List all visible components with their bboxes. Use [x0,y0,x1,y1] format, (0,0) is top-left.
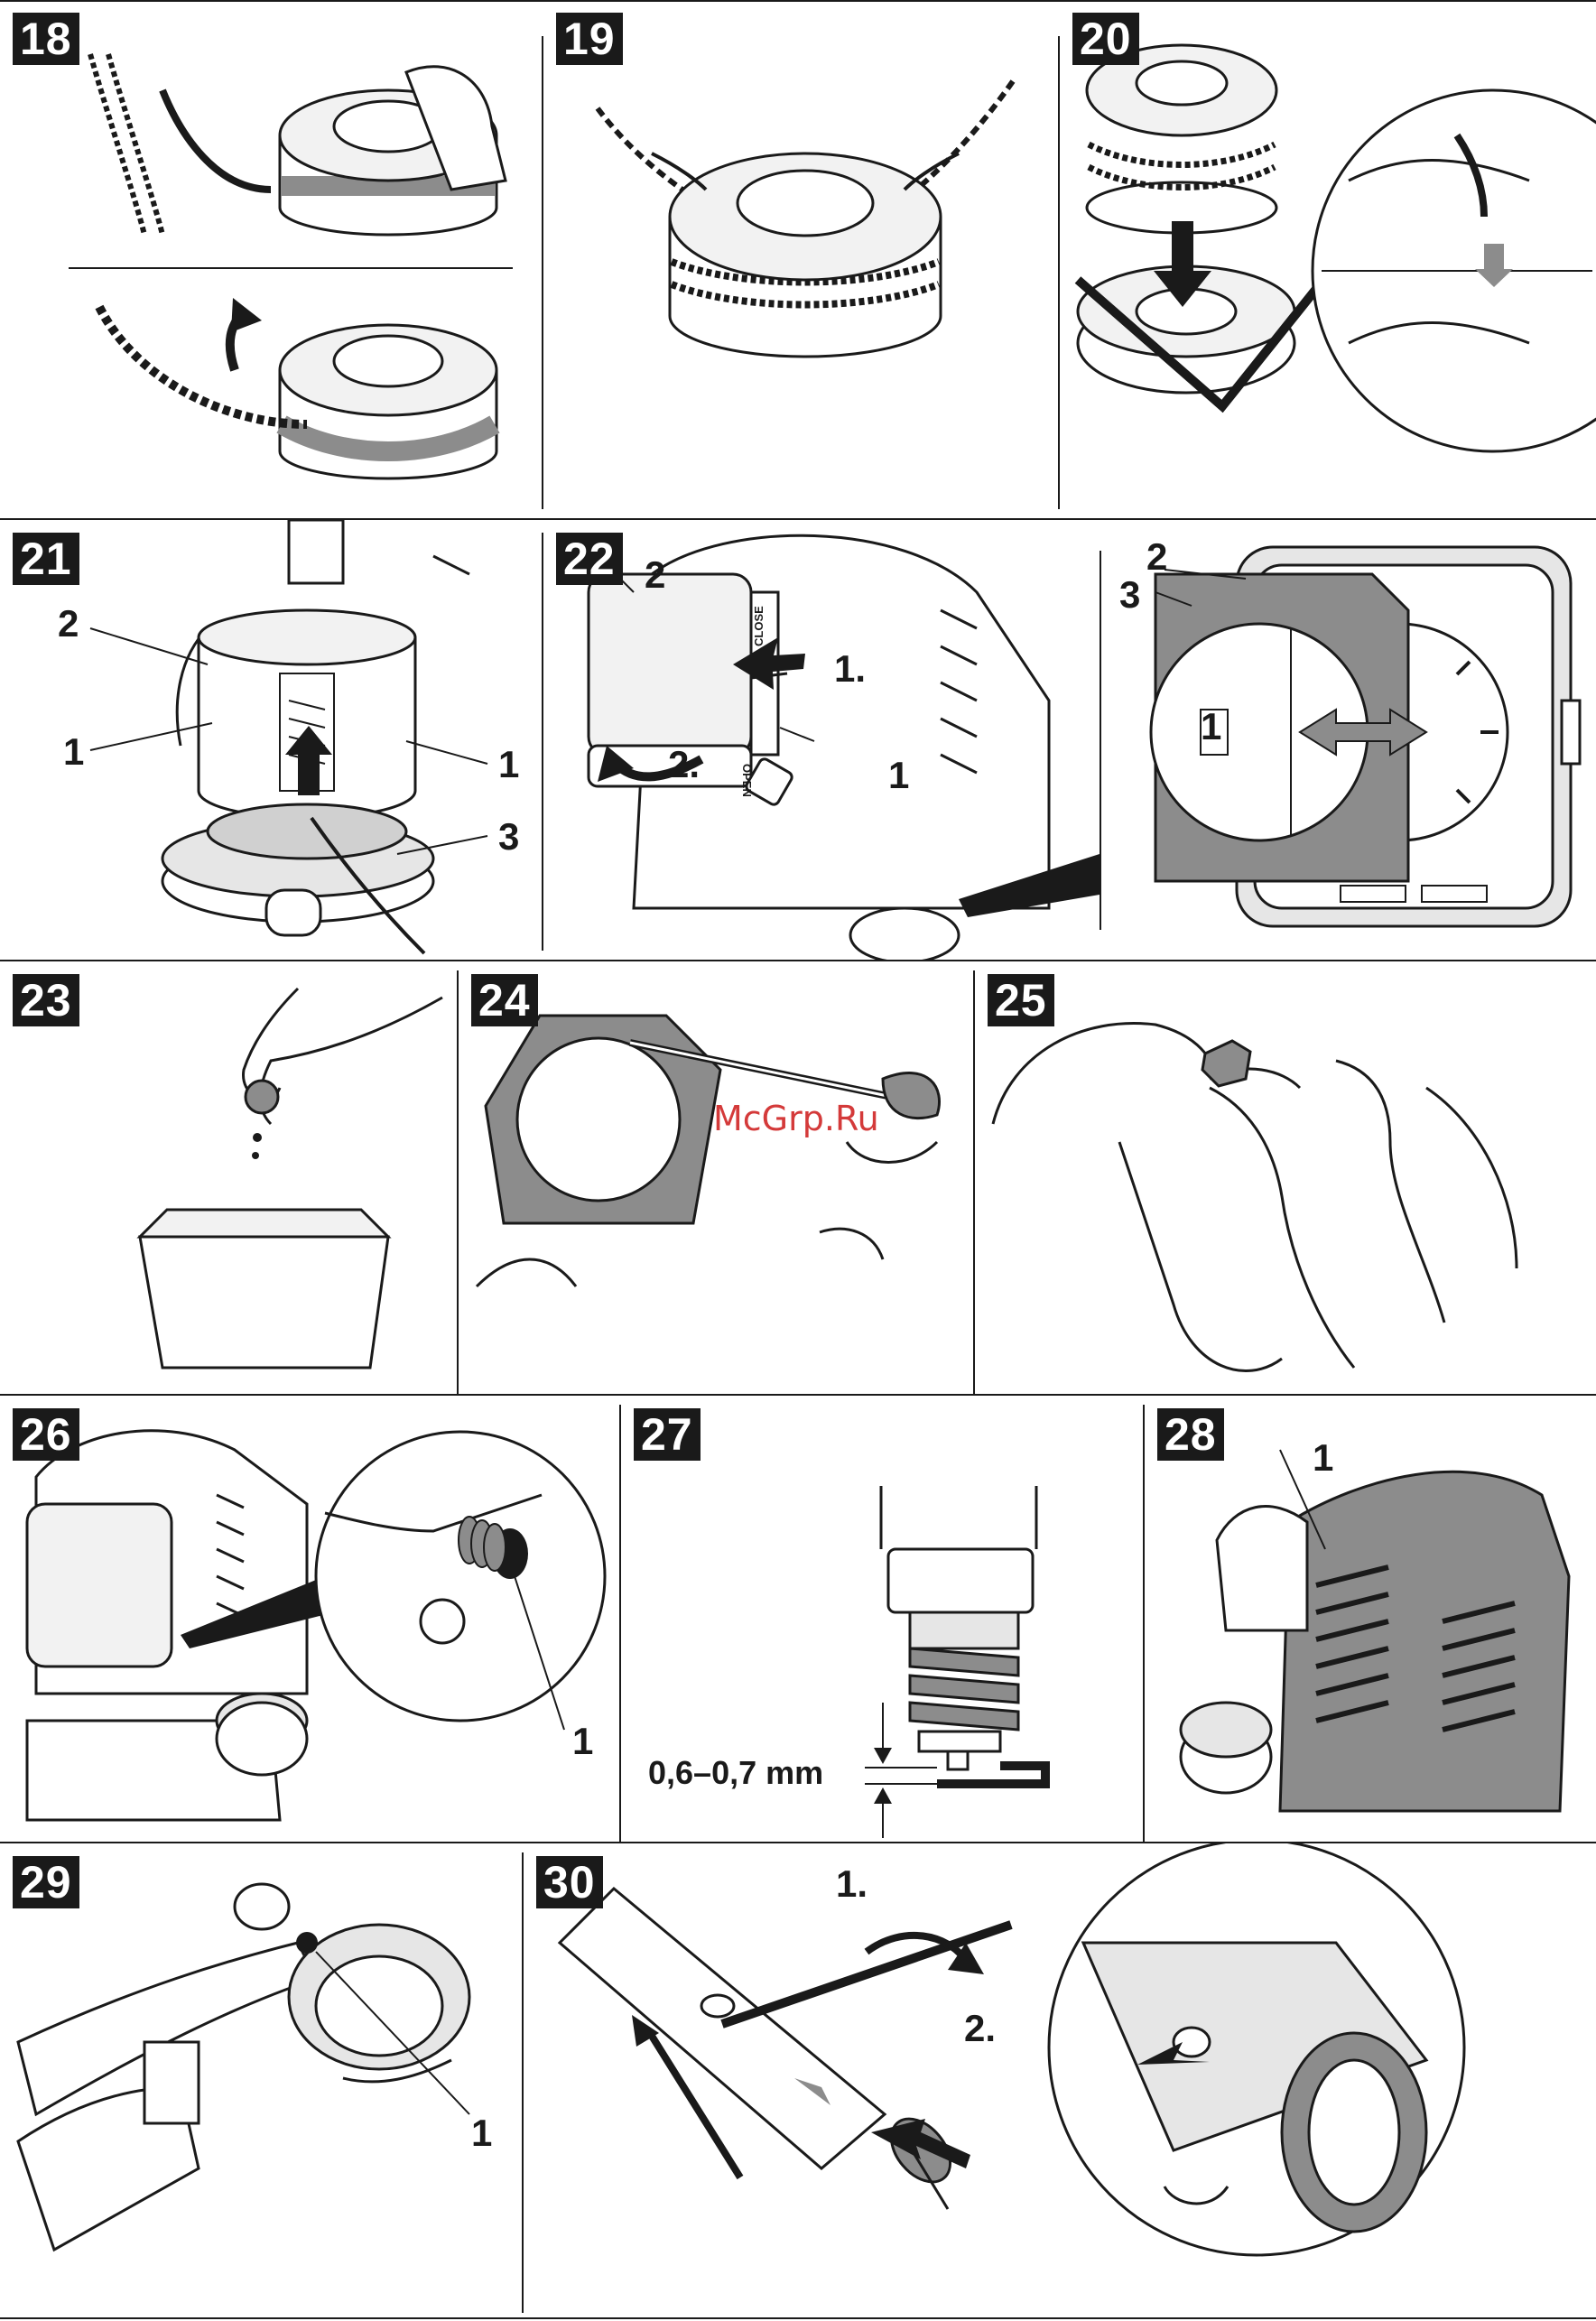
part-label: 1 [572,1722,593,1760]
step-number: 20 [1072,13,1139,65]
step-marker: 2. [964,2010,996,2047]
engine-cover-illustration [1145,1396,1596,1842]
watermark: McGrp.Ru [713,1099,879,1138]
air-filter-cover-illustration [543,520,1100,960]
gap-measurement: 0,6–0,7 mm [648,1757,823,1789]
step-number: 21 [13,533,79,585]
panel-25: 25 [975,961,1596,1394]
step-marker: 1. [834,650,866,688]
spool-insertion-illustration [1060,0,1596,518]
part-label: 1 [888,757,909,794]
panel-18: 18 [0,0,542,518]
hands-part-illustration [975,961,1596,1394]
step-number: 22 [556,533,623,585]
step-marker: 1. [836,1865,868,1903]
panel-24: 24 McGrp.Ru [459,961,973,1394]
spool-winding-illustration [0,0,542,518]
step-number: 24 [471,974,538,1026]
part-label: 1 [1313,1439,1333,1477]
shaft-assembly-illustration [524,1843,1596,2317]
step-number: 25 [988,974,1054,1026]
step-number: 29 [13,1856,79,1908]
step-number: 26 [13,1408,79,1461]
panel-30: 30 1. 2. [524,1843,1596,2317]
panel-29: 29 1 [0,1843,522,2317]
part-label: 1 [471,2114,492,2152]
part-label: 2 [58,605,79,643]
step-number: 27 [634,1408,701,1461]
panel-22-filter: 2 3 1 [1101,520,1596,960]
part-label: 1 [63,733,84,771]
bottom-border [0,2317,1596,2319]
spark-plug-location-illustration [0,1396,619,1842]
step-number: 30 [536,1856,603,1908]
step-marker: 2. [668,746,700,784]
spool-lines-illustration [543,0,1058,518]
part-label: 2 [1146,538,1167,576]
step-number: 28 [1157,1408,1224,1461]
air-filter-element-illustration [1101,520,1596,960]
panel-28: 28 1 [1145,1396,1596,1842]
step-number: 18 [13,13,79,65]
gear-head-grease-illustration [0,1843,522,2317]
part-label: 3 [498,818,519,856]
part-label: 1 [498,746,519,784]
panel-23: 23 [0,961,457,1394]
cover-side-text: CLOSE [753,606,765,646]
part-label: 2 [645,556,665,594]
step-number: 19 [556,13,623,65]
panel-21: 21 2 1 1 3 [0,520,542,960]
panel-20: 20 [1060,0,1596,518]
panel-22: 22 2 1. 2. 1 CLOSE OPEN [543,520,1100,960]
panel-27: 27 0,6–0,7 mm [621,1396,1143,1842]
panel-19: 19 [543,0,1058,518]
panel-26: 26 1 [0,1396,619,1842]
step-number: 23 [13,974,79,1026]
part-label: 3 [1119,576,1140,614]
cover-side-text: OPEN [741,764,753,797]
part-label: 1 [1201,708,1221,746]
